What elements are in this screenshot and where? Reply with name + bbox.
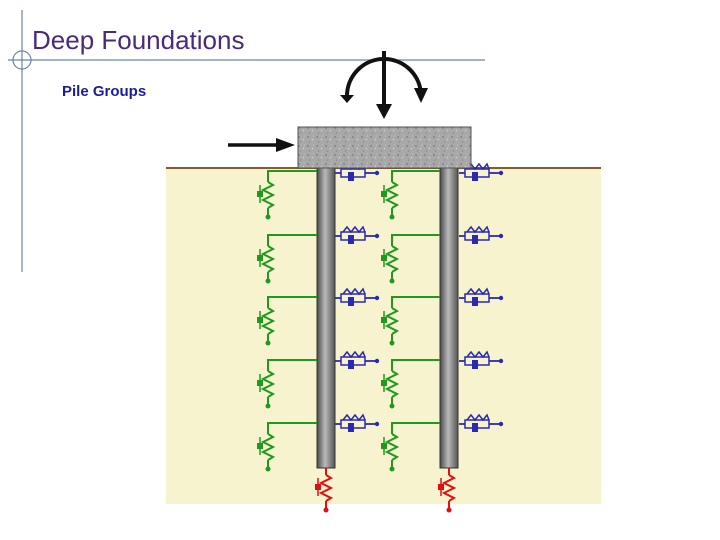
lateral-spring-icon xyxy=(381,427,400,472)
lateral-spring-icon xyxy=(381,301,400,346)
lateral-spring-icon xyxy=(381,364,400,409)
axial-spring-icon xyxy=(335,350,380,369)
axial-spring-icon xyxy=(335,413,380,432)
axial-spring-icon xyxy=(459,413,504,432)
lateral-spring-icon xyxy=(257,175,276,220)
tip-spring-icon xyxy=(315,468,334,513)
horizontal-force-arrow-icon xyxy=(228,138,295,152)
axial-spring-icon xyxy=(459,350,504,369)
lateral-spring-icon xyxy=(381,239,400,284)
axial-spring-icon xyxy=(335,225,380,244)
lateral-spring-icon xyxy=(381,175,400,220)
tip-spring-icon xyxy=(438,468,457,513)
lateral-spring-icon xyxy=(257,301,276,346)
axial-spring-icon xyxy=(459,287,504,306)
lateral-spring-icon xyxy=(257,364,276,409)
axial-spring-icon xyxy=(459,225,504,244)
lateral-spring-icon xyxy=(257,239,276,284)
pile-shaft xyxy=(316,167,336,469)
moment-arrow-icon xyxy=(340,51,428,119)
rule-circle-icon xyxy=(12,50,32,70)
pile-shaft xyxy=(439,167,459,469)
slide-title: Deep Foundations xyxy=(32,25,245,55)
lateral-spring-icon xyxy=(257,427,276,472)
axial-spring-icon xyxy=(335,287,380,306)
slide-subtitle: Pile Groups xyxy=(62,83,147,100)
pile-cap xyxy=(297,126,472,169)
